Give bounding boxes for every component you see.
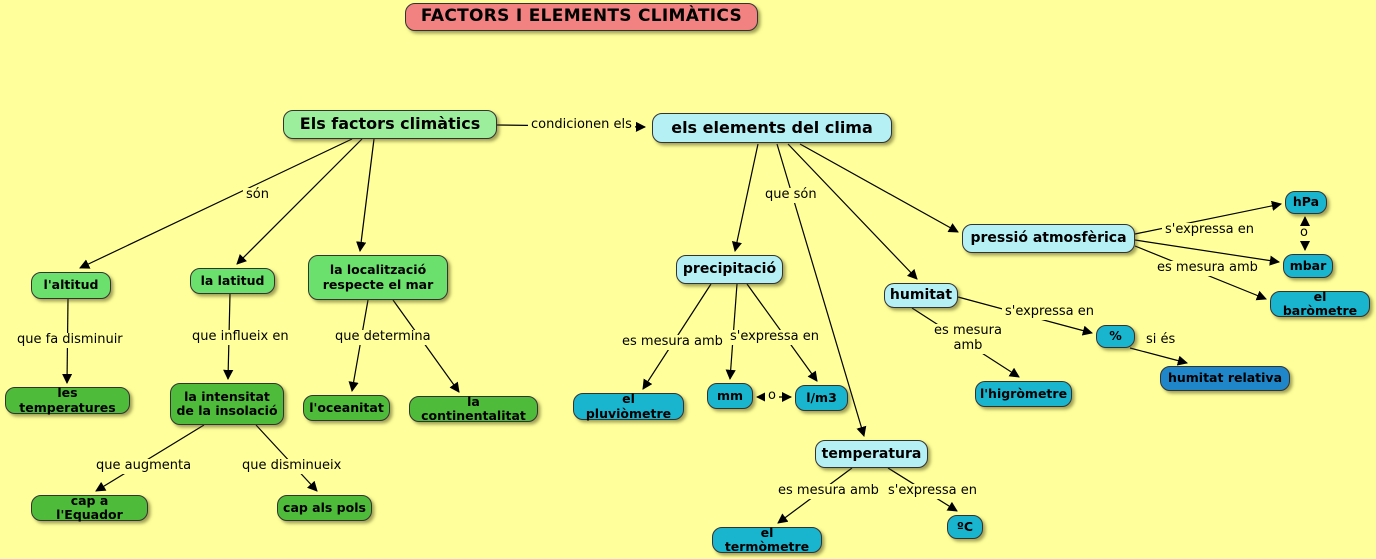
link-label-mesura-precip: es mesura amb: [619, 334, 726, 350]
edge-pressio-mbar: [1134, 239, 1281, 266]
node-elements-clima[interactable]: els elements del clima: [652, 113, 892, 143]
node-temperatures[interactable]: les temperatures: [5, 385, 130, 414]
node-cap-equador[interactable]: cap a l'Equador: [31, 493, 148, 522]
link-label-que-augmenta: que augmenta: [93, 458, 195, 474]
link-label-que-determina: que determina: [332, 329, 434, 345]
edge-localitzacio-oceanitat: [348, 299, 369, 393]
edge-intensitat-pols: [255, 424, 318, 492]
node-precipitacio[interactable]: precipitació: [676, 255, 783, 284]
node-hpa[interactable]: hPa: [1285, 191, 1327, 214]
node-humitat-relativa[interactable]: humitat relativa: [1160, 366, 1290, 391]
node-cap-als-pols[interactable]: cap als pols: [277, 495, 372, 521]
node-mbar[interactable]: mbar: [1283, 254, 1333, 278]
link-label-que-fa-disminuir: que fa disminuir: [14, 332, 126, 348]
link-label-mesura-pressio: es mesura amb: [1154, 260, 1261, 276]
node-percent[interactable]: %: [1096, 325, 1135, 348]
edge-elements-precipitacio: [731, 143, 759, 252]
node-factors-climatics[interactable]: Els factors climàtics: [283, 110, 497, 139]
link-label-que-disminueix: que disminueix: [239, 458, 345, 474]
node-mm[interactable]: mm: [707, 383, 753, 409]
link-label-que-influeix: que influeix en: [189, 329, 292, 345]
node-pressio-atmosferica[interactable]: pressió atmosfèrica: [962, 224, 1135, 253]
edge-intensitat-equador: [95, 424, 205, 492]
node-celsius[interactable]: ºC: [947, 515, 983, 539]
node-latitud[interactable]: la latitud: [190, 268, 275, 294]
edge-factors-localitzacio: [356, 138, 375, 253]
edge-pressio-hpa: [1134, 200, 1282, 235]
link-label-o-mm-lm3: o: [765, 388, 779, 404]
node-oceanitat[interactable]: l'oceanitat: [303, 395, 390, 421]
node-continentalitat[interactable]: la continentalitat: [409, 394, 538, 423]
link-label-son: són: [243, 187, 272, 203]
link-label-expressa-pressio: s'expressa en: [1162, 222, 1258, 238]
node-termometre[interactable]: el termòmetre: [712, 525, 822, 554]
link-label-expressa-precip: s'expressa en: [727, 329, 823, 345]
node-barometre[interactable]: el baròmetre: [1270, 289, 1370, 318]
link-label-mesura-humitat: es mesura amb: [930, 323, 1006, 354]
edge-localitzacio-continentalitat: [392, 299, 460, 393]
link-label-condicionen: condicionen els: [528, 117, 635, 133]
link-label-que-son: que són: [762, 187, 820, 203]
node-altitud[interactable]: l'altitud: [31, 272, 111, 299]
edge-elements-pressio: [799, 143, 959, 233]
edge-percent-humitat-relativa: [1129, 347, 1188, 366]
link-label-mesura-temp: es mesura amb: [775, 483, 882, 499]
edge-factors-latitud: [236, 138, 363, 265]
node-higrometre[interactable]: l'higròmetre: [975, 381, 1072, 407]
map-title: FACTORS I ELEMENTS CLIMÀTICS: [405, 3, 758, 31]
node-pluviometre[interactable]: el pluviòmetre: [573, 391, 684, 420]
link-label-si-es: si és: [1143, 332, 1179, 348]
link-label-expressa-temp: s'expressa en: [885, 483, 981, 499]
edge-factors-altitud: [79, 138, 353, 269]
node-humitat[interactable]: humitat: [884, 283, 958, 308]
node-temperatura[interactable]: temperatura: [815, 440, 928, 468]
edge-elements-humitat: [787, 143, 918, 280]
link-label-expressa-humitat: s'expressa en: [1002, 304, 1098, 320]
node-localitzacio[interactable]: la localització respecte el mar: [308, 255, 448, 300]
node-intensitat-insolacio[interactable]: la intensitat de la insolació: [170, 383, 284, 425]
node-l-m3[interactable]: l/m3: [795, 385, 848, 411]
link-label-o-hpa-mbar: o: [1297, 225, 1311, 241]
